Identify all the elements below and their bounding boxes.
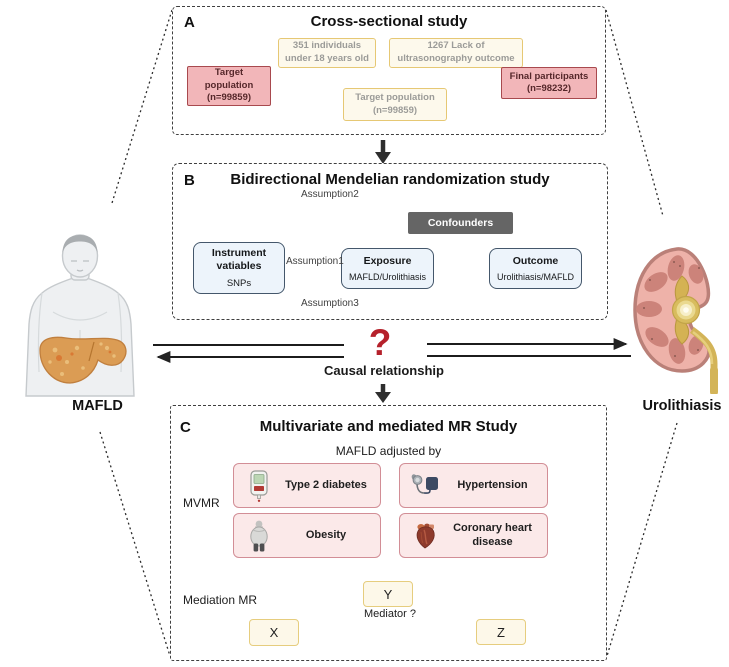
condition-label: Coronary heart disease xyxy=(453,521,532,548)
down-arrow-to-c xyxy=(375,384,391,403)
panel-b: B Bidirectional Mendelian randomization … xyxy=(172,163,608,320)
outcome-sub: Urolithiasis/MAFLD xyxy=(496,272,574,283)
middle-target-population-box: Target population (n=99859) xyxy=(343,88,447,121)
condition-box-obesity: Obesity xyxy=(233,513,381,558)
outcome-box: Outcome Urolithiasis/MAFLD xyxy=(489,248,582,289)
panel-b-letter: B xyxy=(184,172,195,189)
condition-label: Hypertension xyxy=(457,478,528,491)
instrument-variables-box: Instrument vatiables SNPs xyxy=(193,242,285,294)
instrument-variables-sub: SNPs xyxy=(226,278,252,290)
kidney-icon xyxy=(633,247,718,394)
exposure-sub: MAFLD/Urolithiasis xyxy=(348,272,426,283)
renal-pyramids xyxy=(636,255,704,364)
panel-a-letter: A xyxy=(184,14,195,31)
blood-pressure-monitor-icon xyxy=(406,473,444,499)
final-participants-box: Final participants (n=98232) xyxy=(501,67,597,99)
exposure-box: Exposure MAFLD/Urolithiasis xyxy=(341,248,434,289)
assumption2-label: Assumption2 xyxy=(301,189,359,200)
assumption3-label: Assumption3 xyxy=(301,298,359,309)
panel-c-letter: C xyxy=(180,419,191,436)
causal-relationship-label: Causal relationship xyxy=(324,363,444,378)
glucose-meter-icon xyxy=(240,469,278,502)
mediation-mr-label: Mediation MR xyxy=(183,593,258,607)
panel-a-title: Cross-sectional study xyxy=(310,13,468,30)
assumption1-label: Assumption1 xyxy=(286,256,344,267)
hair xyxy=(62,235,98,253)
confounders-box: Confounders xyxy=(408,212,513,234)
right-organ-label: Urolithiasis xyxy=(642,398,722,414)
anatomical-heart-icon xyxy=(406,522,444,550)
target-population-box: Target population (n=99859) xyxy=(187,66,271,106)
kidney-stone-icon xyxy=(671,295,701,325)
panel-c: C Multivariate and mediated MR Study MAF… xyxy=(170,405,607,661)
panel-b-title: Bidirectional Mendelian randomization st… xyxy=(230,171,550,188)
mafld-adjusted-by-label: MAFLD adjusted by xyxy=(335,444,442,458)
node-x-box: X xyxy=(249,619,299,646)
fatty-liver-icon xyxy=(39,336,127,384)
condition-box-coronary-heart-disease: Coronary heart disease xyxy=(399,513,548,558)
instrument-variables-title: Instrument vatiables xyxy=(211,246,267,272)
condition-label: Type 2 diabetes xyxy=(285,478,367,491)
obese-person-icon xyxy=(240,520,278,552)
left-organ-label: MAFLD xyxy=(72,398,123,414)
mvmr-label: MVMR xyxy=(183,496,220,510)
exclusion-under18-box: 351 individuals under 18 years old xyxy=(278,38,376,68)
panel-c-title: Multivariate and mediated MR Study xyxy=(259,418,518,435)
outcome-title: Outcome xyxy=(512,254,559,267)
exclusion-ultrasonography-box: 1267 Lack of ultrasonography outcome xyxy=(389,38,523,68)
condition-box-type2-diabetes: Type 2 diabetes xyxy=(233,463,381,508)
question-mark: ? xyxy=(368,322,392,363)
node-z-box: Z xyxy=(476,619,526,645)
panel-a: A Cross-sectional study Target populatio… xyxy=(172,6,606,135)
down-arrow-a-to-b xyxy=(375,140,391,164)
exposure-title: Exposure xyxy=(363,254,412,267)
human-figure xyxy=(25,234,135,397)
node-y-box: Y xyxy=(363,581,413,607)
condition-label: Obesity xyxy=(305,528,347,541)
mediator-label: Mediator ? xyxy=(364,608,416,620)
condition-box-hypertension: Hypertension xyxy=(399,463,548,508)
